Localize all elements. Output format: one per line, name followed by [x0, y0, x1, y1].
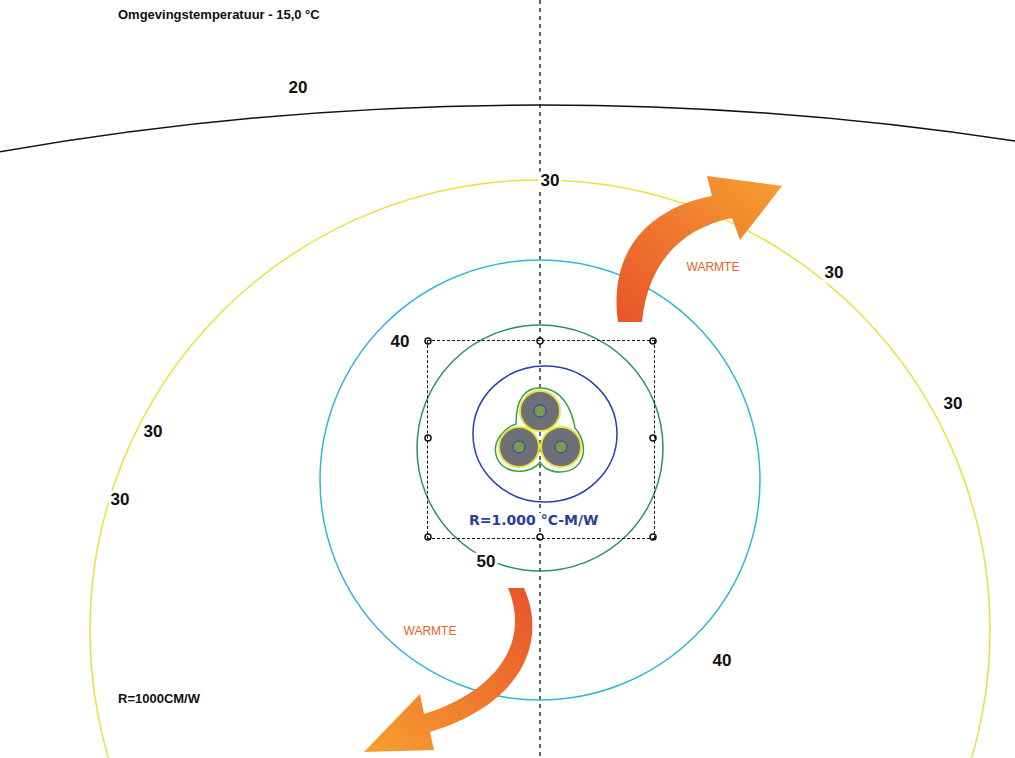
isotherm-50	[417, 325, 663, 571]
isotherm-value: 30	[539, 172, 562, 191]
cable-conductors	[499, 391, 581, 467]
backfill-box: R=1.000 °C-M/W	[427, 340, 655, 539]
isotherm-value: 30	[823, 264, 846, 283]
backfill-handles	[425, 338, 656, 540]
isotherm-value: 30	[142, 423, 165, 442]
isotherm-value: 50	[475, 553, 498, 572]
isotherm-value: 40	[389, 333, 412, 352]
isotherm-value: 30	[109, 491, 132, 510]
isotherm-20	[0, 105, 1015, 758]
soil-resistance: R=1000CM/W	[118, 692, 200, 706]
isotherm-value: 20	[287, 79, 310, 98]
isotherm-40	[320, 260, 760, 700]
ambient-temperature: Omgevingstemperatuur - 15,0 °C	[118, 8, 320, 22]
thermal-resistance-label: R=1.000 °C-M/W	[467, 513, 601, 528]
isotherm-inner	[473, 366, 617, 502]
heat-arrow	[364, 588, 532, 752]
heat-arrow	[617, 176, 782, 322]
isotherm-value: 40	[711, 652, 734, 671]
heat-label: WARMTE	[404, 625, 457, 638]
center-axis	[539, 0, 540, 758]
heat-label: WARMTE	[687, 261, 740, 274]
isotherm-value: 30	[942, 395, 965, 414]
isotherm-30	[90, 180, 990, 758]
isotherm-core	[495, 388, 583, 472]
